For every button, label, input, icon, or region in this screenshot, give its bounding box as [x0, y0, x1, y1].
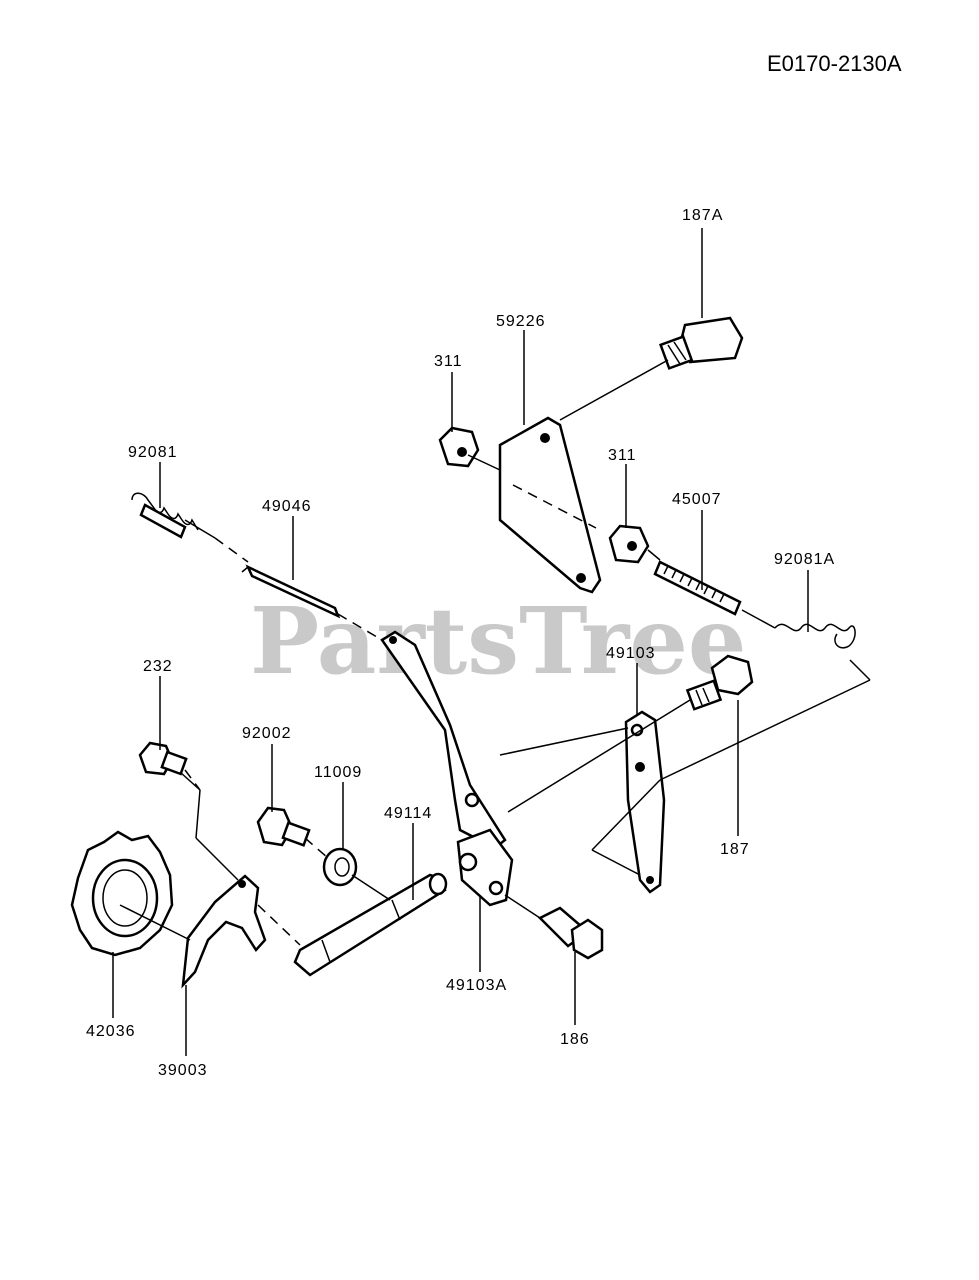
label-49114: 49114	[384, 805, 432, 822]
part-232-bolt[interactable]	[138, 741, 188, 776]
label-49046: 49046	[262, 498, 312, 515]
part-39003-shift-fork[interactable]	[181, 874, 267, 989]
label-92081: 92081	[128, 444, 178, 461]
part-92081-spring[interactable]	[131, 492, 216, 539]
label-49103a: 49103A	[446, 977, 507, 994]
leader-lines	[112, 228, 871, 1056]
part-49046-link-rod[interactable]	[241, 564, 341, 619]
label-186: 186	[560, 1031, 590, 1048]
label-92081a: 92081A	[774, 551, 835, 568]
label-39003: 39003	[158, 1062, 208, 1079]
part-49114-shaft[interactable]	[293, 872, 448, 977]
label-187: 187	[720, 841, 750, 858]
label-187a: 187A	[682, 207, 723, 224]
part-187a-bolt[interactable]	[659, 316, 744, 370]
label-311-upper: 311	[434, 353, 463, 370]
label-11009: 11009	[314, 764, 362, 781]
part-187-bolt[interactable]	[685, 654, 754, 711]
label-59226: 59226	[496, 313, 546, 330]
part-49103a-lever[interactable]	[456, 828, 514, 907]
diagram-code: E0170-2130A	[767, 51, 902, 76]
watermark-text: PartsTree	[250, 587, 746, 695]
part-186-bolt[interactable]	[537, 906, 604, 960]
part-main-lever[interactable]	[380, 630, 507, 850]
part-49103-lever[interactable]	[624, 710, 666, 894]
part-311-nut-upper[interactable]	[438, 426, 480, 468]
part-59226-bracket-plate[interactable]	[498, 416, 602, 594]
part-45007-threaded-rod[interactable]	[653, 560, 742, 616]
part-11009-washer[interactable]	[322, 847, 358, 887]
label-92002: 92002	[242, 725, 292, 742]
part-311-nut-right[interactable]	[608, 524, 650, 564]
part-92081a-spring[interactable]	[774, 623, 856, 649]
label-232: 232	[143, 658, 173, 675]
label-42036: 42036	[86, 1023, 136, 1040]
part-92002-bolt[interactable]	[256, 806, 311, 847]
label-45007: 45007	[672, 491, 722, 508]
part-42036-gear[interactable]	[70, 830, 174, 957]
label-49103: 49103	[606, 645, 656, 662]
label-311-right: 311	[608, 447, 637, 464]
